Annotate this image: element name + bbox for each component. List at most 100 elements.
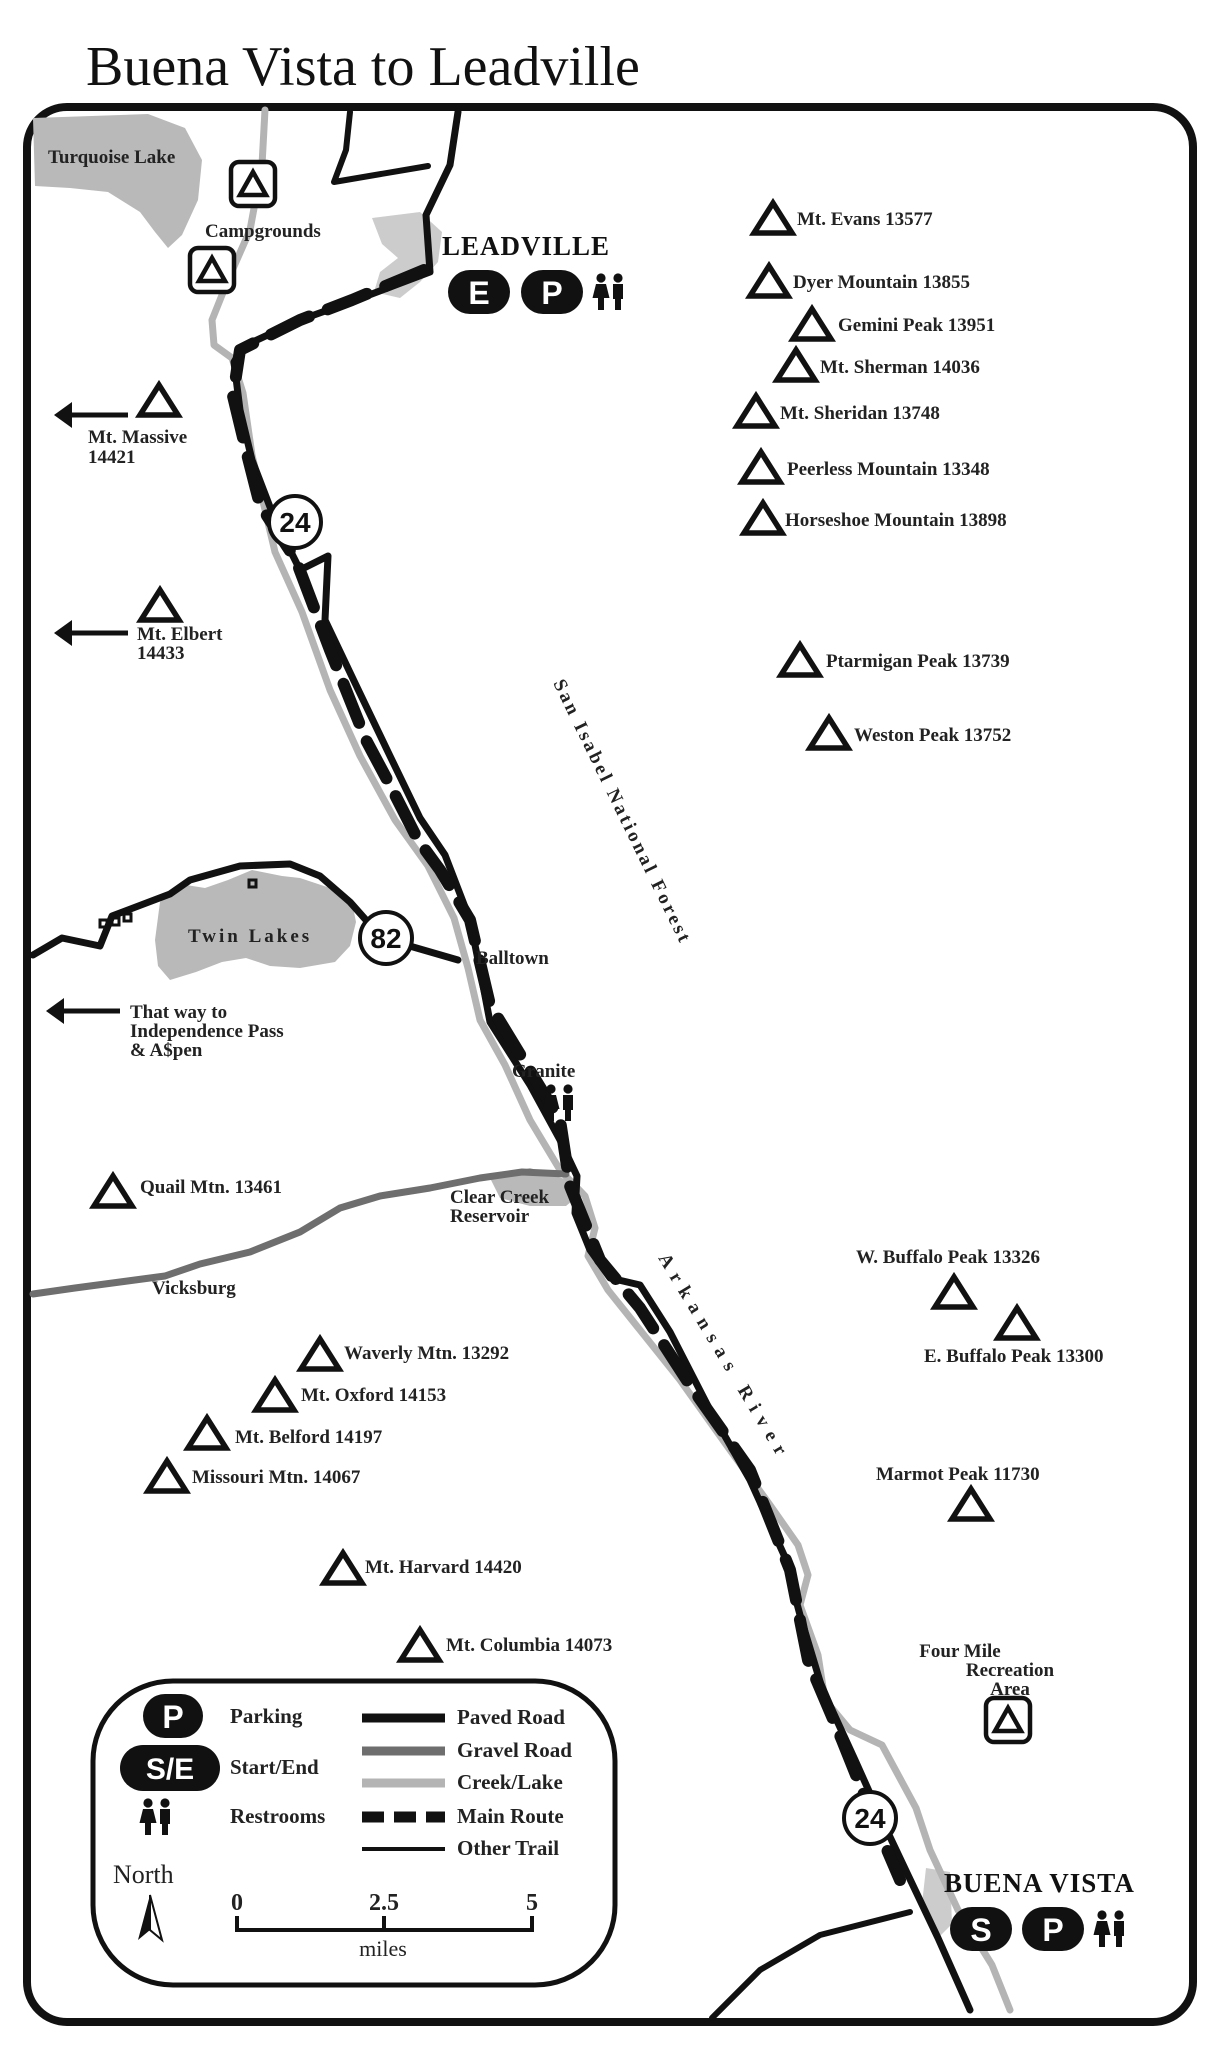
peak-mt-sheridan: Mt. Sheridan 13748 — [732, 390, 940, 429]
peak-peerless-mountain: Peerless Mountain 13348 — [737, 446, 990, 485]
svg-text:Horseshoe Mountain 13898: Horseshoe Mountain 13898 — [785, 510, 1007, 531]
peak-icon — [143, 1455, 191, 1494]
svg-text:Weston Peak 13752: Weston Peak 13752 — [854, 725, 1011, 746]
mt-elbert-peak-icon — [136, 584, 184, 623]
peak-mt-columbia: Mt. Columbia 14073 — [396, 1624, 612, 1663]
hwy-24-south-shield: 24 — [842, 1790, 898, 1846]
north-arrow-icon — [138, 1895, 150, 1940]
turquoise-lake-label: Turquoise Lake — [48, 147, 175, 168]
svg-text:Waverly Mtn. 13292: Waverly Mtn. 13292 — [344, 1343, 509, 1364]
peak-mt-oxford: Mt. Oxford 14153 — [251, 1374, 446, 1413]
svg-text:S/E: S/E — [146, 1753, 194, 1786]
peak-e-buffalo-peak: E. Buffalo Peak 13300 — [924, 1302, 1103, 1367]
svg-text:Dyer Mountain 13855: Dyer Mountain 13855 — [793, 272, 970, 293]
arrow-independence-pass — [46, 998, 120, 1024]
legend-paved-label: Paved Road — [457, 1705, 565, 1729]
svg-text:82: 82 — [370, 923, 401, 954]
legend-parking-badge: P — [143, 1694, 203, 1738]
arrow-mt-massive — [54, 402, 128, 428]
svg-text:S: S — [970, 1912, 991, 1948]
campground-icon-2 — [190, 248, 234, 292]
svg-text:Missouri Mtn. 14067: Missouri Mtn. 14067 — [192, 1467, 361, 1488]
peak-gemini-peak: Gemini Peak 13951 — [788, 303, 995, 342]
other-trail-north — [331, 109, 431, 185]
scale-bar — [235, 1916, 534, 1932]
four-mile-label-line1: Four Mile — [919, 1641, 1000, 1662]
turquoise-lake-shape — [33, 114, 202, 248]
svg-text:24: 24 — [279, 507, 311, 538]
svg-text:W. Buffalo Peak 13326: W. Buffalo Peak 13326 — [856, 1247, 1040, 1268]
map-legend: P Parking S/E Start/End Restrooms Paved … — [90, 1678, 618, 1988]
pass-label-line1: That way to — [130, 1002, 227, 1023]
mt-massive-peak-icon — [135, 379, 183, 418]
mt-elbert-name: Mt. Elbert — [137, 624, 223, 645]
peak-icon — [319, 1547, 367, 1586]
legend-parking-label: Parking — [230, 1704, 303, 1728]
peak-icon — [947, 1483, 995, 1522]
legend-other-label: Other Trail — [457, 1836, 559, 1860]
svg-text:E. Buffalo Peak 13300: E. Buffalo Peak 13300 — [924, 1346, 1103, 1367]
peak-weston-peak: Weston Peak 13752 — [805, 712, 1011, 751]
scale-0-label: 0 — [231, 1890, 243, 1916]
main-route-dashed — [227, 264, 906, 1886]
peak-icon — [772, 344, 820, 383]
gravel-road-line — [29, 1168, 570, 1298]
peak-horseshoe-mountain: Horseshoe Mountain 13898 — [739, 497, 1007, 536]
svg-text:Ptarmigan Peak 13739: Ptarmigan Peak 13739 — [826, 651, 1010, 672]
four-mile-label-line2: Recreation — [966, 1660, 1055, 1681]
campgrounds-label: Campgrounds — [205, 221, 321, 242]
clear-creek-reservoir-shape — [490, 1168, 578, 1206]
peak-mt-belford: Mt. Belford 14197 — [183, 1412, 383, 1451]
svg-text:Mt. Oxford 14153: Mt. Oxford 14153 — [301, 1385, 446, 1406]
mt-massive-elev: 14421 — [88, 447, 136, 468]
peak-icon — [930, 1271, 978, 1310]
peak-icon — [89, 1170, 137, 1209]
leadville-p-badge: P — [521, 270, 583, 314]
svg-text:Quail Mtn. 13461: Quail Mtn. 13461 — [140, 1177, 282, 1198]
legend-main-label: Main Route — [457, 1804, 564, 1828]
svg-text:E: E — [468, 275, 489, 311]
peak-w-buffalo-peak: W. Buffalo Peak 13326 — [856, 1247, 1040, 1310]
pass-label-line3: & A$pen — [130, 1040, 203, 1061]
pass-label-line2: Independence Pass — [130, 1021, 284, 1042]
peak-quail-mtn: Quail Mtn. 13461 — [89, 1170, 282, 1209]
scale-units-label: miles — [359, 1936, 407, 1961]
svg-text:P: P — [1042, 1912, 1063, 1948]
svg-text:Gemini Peak 13951: Gemini Peak 13951 — [838, 315, 995, 336]
peak-icon — [737, 446, 785, 485]
legend-start-end-label: Start/End — [230, 1755, 319, 1779]
svg-text:24: 24 — [854, 1803, 886, 1834]
clear-creek-label-line1: Clear Creek — [450, 1187, 549, 1208]
hwy-24-north-shield: 24 — [267, 494, 323, 550]
arrow-mt-elbert — [54, 620, 128, 646]
peak-icon — [396, 1624, 444, 1663]
mt-elbert-elev: 14433 — [137, 643, 185, 664]
twin-lakes-shape — [155, 870, 356, 980]
legend-gravel-label: Gravel Road — [457, 1738, 572, 1762]
peak-dyer-mountain: Dyer Mountain 13855 — [745, 260, 970, 299]
peak-marmot-peak: Marmot Peak 11730 — [876, 1464, 1040, 1522]
twin-lakes-label: Twin Lakes — [188, 926, 312, 947]
svg-text:Mt. Sherman 14036: Mt. Sherman 14036 — [820, 357, 980, 378]
peak-icon — [296, 1333, 344, 1372]
legend-start-end-badge: S/E — [120, 1745, 220, 1791]
building-icons — [98, 878, 258, 929]
peak-icon — [745, 260, 793, 299]
peak-icon — [739, 497, 787, 536]
campground-icon-1 — [231, 162, 275, 206]
peak-missouri-mtn: Missouri Mtn. 14067 — [143, 1455, 361, 1494]
peak-waverly-mtn: Waverly Mtn. 13292 — [296, 1333, 509, 1372]
peak-mt-sherman: Mt. Sherman 14036 — [772, 344, 980, 383]
legend-north-label: North — [113, 1860, 174, 1889]
peak-icon — [776, 639, 824, 678]
granite-label: Granite — [512, 1061, 575, 1082]
hwy-82-shield: 82 — [358, 910, 414, 966]
buena-vista-p-badge: P — [1022, 1907, 1084, 1951]
clear-creek-label-line2: Reservoir — [450, 1206, 530, 1227]
svg-text:Mt. Sheridan 13748: Mt. Sheridan 13748 — [780, 403, 940, 424]
leadville-label: LEADVILLE — [442, 231, 610, 261]
scale-max-label: 5 — [526, 1890, 538, 1916]
svg-text:P: P — [162, 1699, 183, 1735]
peak-icon — [251, 1374, 299, 1413]
